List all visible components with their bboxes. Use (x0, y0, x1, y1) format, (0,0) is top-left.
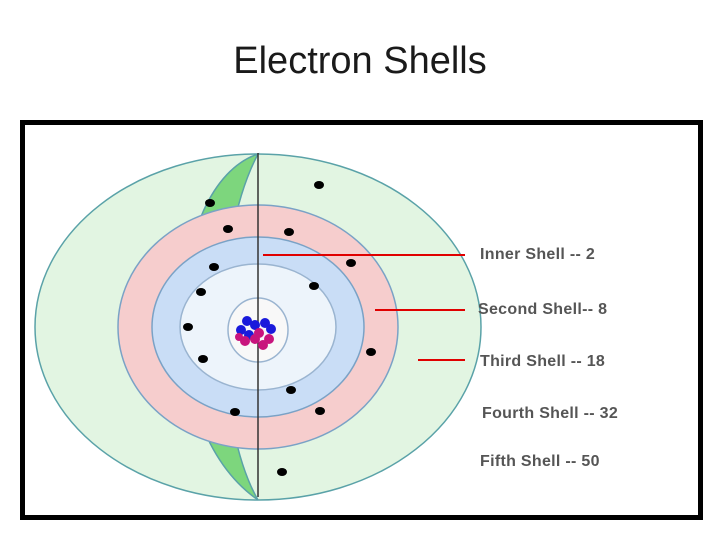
proton (242, 316, 252, 326)
electron (230, 408, 240, 416)
neutron (254, 328, 264, 338)
third-shell-label: Third Shell -- 18 (480, 353, 606, 370)
proton (236, 325, 246, 335)
electron (314, 181, 324, 189)
electron (284, 228, 294, 236)
electron (205, 199, 215, 207)
proton (250, 320, 260, 330)
nucleus (235, 316, 276, 350)
electron (209, 263, 219, 271)
electron (196, 288, 206, 296)
atom-model (34, 152, 482, 501)
proton (266, 324, 276, 334)
slide-title: Electron Shells (233, 40, 487, 82)
electron (315, 407, 325, 415)
second-shell-label: Second Shell-- 8 (478, 301, 608, 318)
neutron (235, 333, 243, 341)
electron (309, 282, 319, 290)
inner-shell-label: Inner Shell -- 2 (480, 246, 596, 263)
electron (277, 468, 287, 476)
electron (198, 355, 208, 363)
electron (183, 323, 193, 331)
electron (346, 259, 356, 267)
fourth-shell-label: Fourth Shell -- 32 (482, 405, 619, 422)
neutron (264, 334, 274, 344)
electron (286, 386, 296, 394)
electron (223, 225, 233, 233)
electron (366, 348, 376, 356)
electrons (183, 181, 376, 476)
fifth-shell-label: Fifth Shell -- 50 (480, 453, 600, 470)
electron-shell-diagram: Inner Shell -- 2 Second Shell-- 8 Third … (20, 120, 703, 520)
